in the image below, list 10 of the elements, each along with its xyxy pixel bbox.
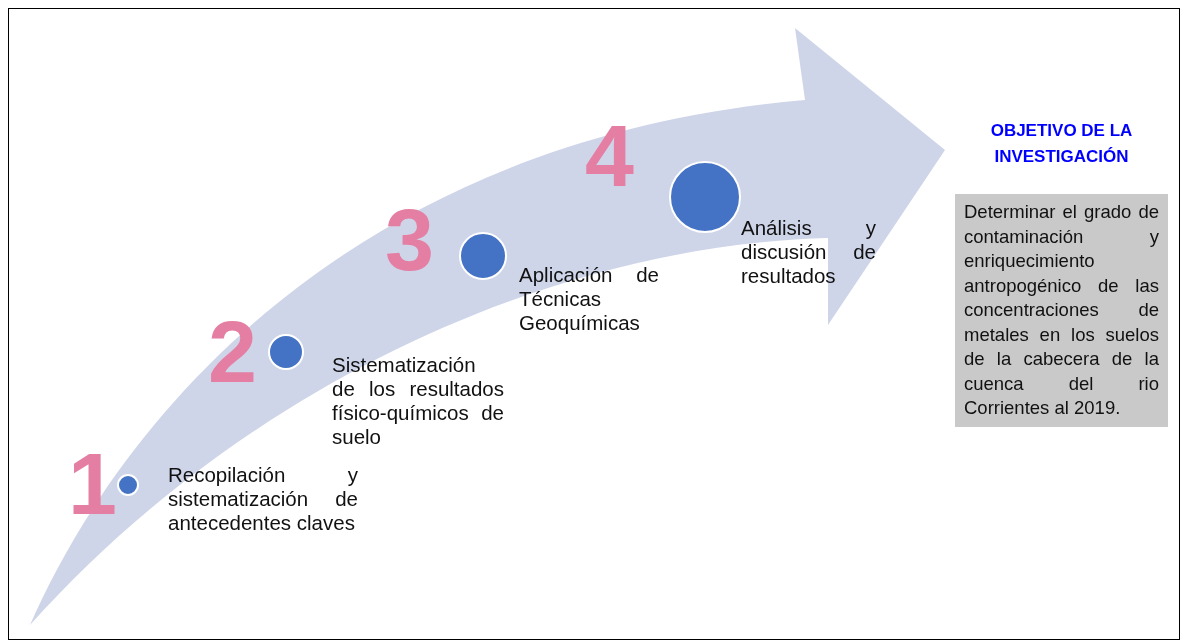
objective-box: Determinar el grado de contaminación y enriquecimiento antropogénico de las concentraciones de metales en los suelos de la cabecera de la cuenca del rio Corrientes al 2019. — [955, 194, 1168, 427]
step-number: 3 — [385, 196, 434, 284]
step-text: Análisis y discusión de resultados — [741, 216, 876, 288]
step-text: Sistematización de los resultados físico-químicos de suelo — [332, 353, 504, 449]
step-number: 4 — [585, 112, 634, 200]
objective-heading: OBJETIVO DE LA INVESTIGACIÓN — [989, 120, 1134, 168]
step-text: Recopilación y sistematización de antecedentes claves — [168, 463, 358, 535]
step-number: 2 — [208, 308, 257, 396]
step-number: 1 — [68, 440, 117, 528]
step-text: Aplicación de Técnicas Geoquímicas — [519, 263, 659, 335]
